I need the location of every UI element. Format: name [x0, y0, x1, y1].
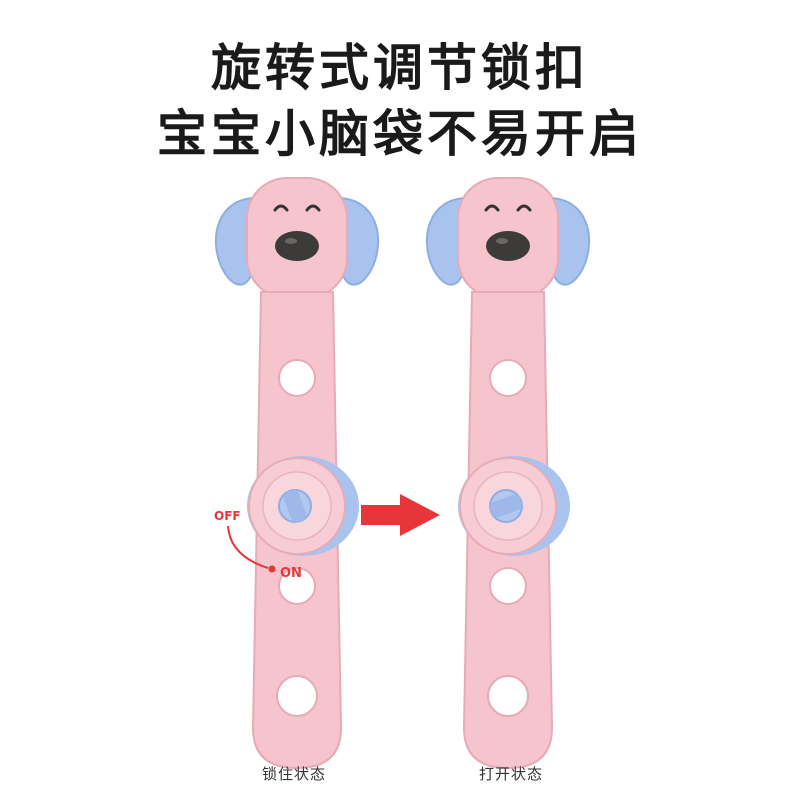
headline-line-1: 旋转式调节锁扣	[211, 39, 589, 97]
rotation-arc-icon	[227, 525, 269, 569]
headline-line-2: 宝宝小脑袋不易开启	[157, 105, 643, 163]
on-label: ON	[280, 566, 302, 581]
caption-open: 打开状态	[478, 765, 543, 783]
child-lock-locked	[214, 176, 380, 770]
child-lock-open	[425, 176, 591, 770]
caption-locked: 锁住状态	[261, 765, 326, 783]
arrow-right-icon	[361, 494, 440, 536]
off-label: OFF	[214, 509, 241, 523]
